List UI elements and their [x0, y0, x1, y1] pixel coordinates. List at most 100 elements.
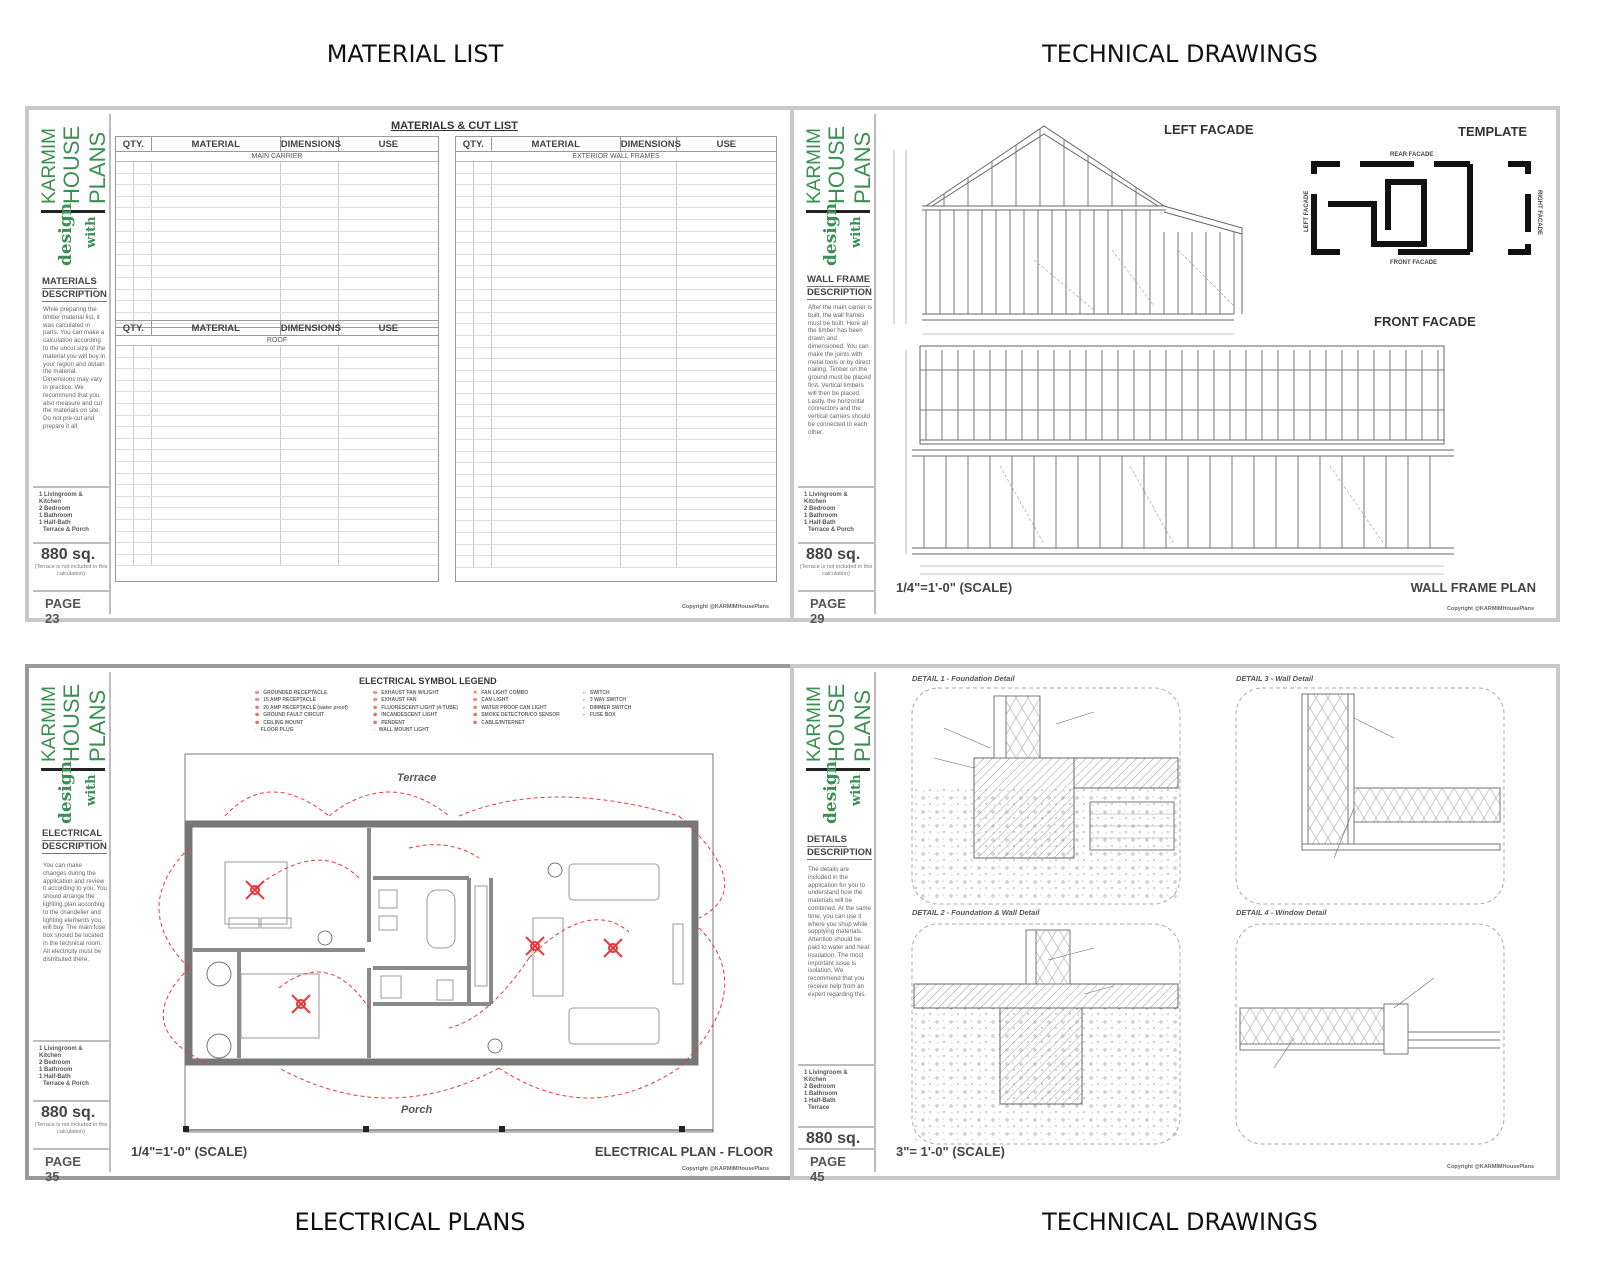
- legend-symbol-icon: ⊜: [373, 704, 378, 711]
- legend-symbol-icon: ⊖: [255, 690, 260, 696]
- svg-text:KARMIM: KARMIM: [39, 128, 60, 204]
- svg-text:design: design: [56, 203, 76, 266]
- table-row: [456, 254, 776, 267]
- table-row: [456, 219, 776, 232]
- legend-item: ◦WALL MOUNT LIGHT: [373, 727, 429, 734]
- table-row: [456, 486, 776, 499]
- caption-electrical-plans: ELECTRICAL PLANS: [294, 1208, 526, 1236]
- terrace-label: Terrace: [397, 772, 437, 784]
- table-row: [456, 509, 776, 522]
- table-row: [456, 382, 776, 394]
- legend-item: ⌐SWITCH: [583, 690, 610, 696]
- material-list-sheet[interactable]: KARMIM HOUSE PLANS design with MATERIALS…: [25, 106, 795, 626]
- table-row: [116, 496, 438, 509]
- legend-col-1: ⊖GROUNDED RECEPTACLE⊖15 AMP RECEPTACLE⊜2…: [255, 690, 348, 734]
- front-facade-title: FRONT FACADE: [1374, 314, 1476, 329]
- legend-symbol-icon: ◦: [255, 727, 257, 734]
- table-row: [456, 173, 776, 186]
- table-row: [116, 508, 438, 520]
- svg-text:HOUSE: HOUSE: [824, 684, 849, 762]
- table-row: [116, 438, 438, 451]
- legend-symbol-icon: ⊜: [473, 704, 478, 711]
- table-row: [456, 440, 776, 452]
- table-row: [456, 335, 776, 348]
- svg-text:with: with: [849, 774, 864, 807]
- electrical-legend-title: ELECTRICAL SYMBOL LEGEND: [359, 676, 497, 686]
- copyright: Copyright @KARMIMHousePlans: [682, 604, 769, 610]
- left-facade-drawing: REAR FACADE FRONT FACADE LEFT FACADE RIG…: [893, 125, 1542, 575]
- table-row: [116, 427, 438, 439]
- table-row: [116, 485, 438, 497]
- table-row: [456, 243, 776, 255]
- karmim-logo: KARMIM HOUSE PLANS design with: [39, 126, 110, 266]
- table-row: [116, 301, 438, 313]
- wall-frame-sheet[interactable]: KARMIM HOUSE PLANS design with WALL FRAM…: [790, 106, 1560, 626]
- svg-text:HOUSE: HOUSE: [824, 126, 849, 204]
- area-box: 880 sq. (Terrace is not included in this…: [798, 542, 874, 594]
- construction-details: [911, 687, 1505, 1145]
- svg-text:PLANS: PLANS: [850, 690, 875, 762]
- svg-text:RIGHT FACADE: RIGHT FACADE: [1536, 190, 1542, 235]
- table-row: [116, 543, 438, 555]
- table-row: [116, 208, 438, 220]
- sidebar-description: After the main carrier is built, the wal…: [808, 304, 872, 436]
- legend-symbol-icon: ⊜: [255, 704, 260, 711]
- table-row: [116, 380, 438, 393]
- legend-symbol-icon: ⊖: [255, 697, 260, 704]
- materials-table-title: MATERIALS & CUT LIST: [391, 120, 518, 132]
- table-row: [116, 219, 438, 232]
- table-row: [456, 162, 776, 174]
- caption-technical-drawings-bottom: TECHNICAL DRAWINGS: [1042, 1208, 1318, 1236]
- fan-light-icon: [603, 938, 623, 958]
- electrical-plan-sheet[interactable]: KARMIM HOUSE PLANS design with ELECTRICA…: [25, 664, 795, 1184]
- page-number: PAGE 35: [33, 1148, 109, 1184]
- svg-text:PLANS: PLANS: [850, 132, 875, 204]
- legend-item: ⌐3 WAY SWITCH: [583, 697, 627, 704]
- scale-label: 1/4"=1'-0" (SCALE): [896, 580, 1013, 595]
- table-row: [116, 173, 438, 186]
- table-row: [116, 461, 438, 474]
- table-row: [456, 231, 776, 244]
- copyright: Copyright @KARMIMHousePlans: [1447, 1164, 1534, 1170]
- table-row: [456, 324, 776, 336]
- table-row: [456, 533, 776, 545]
- table-row: [116, 162, 438, 174]
- porch-label: Porch: [401, 1104, 433, 1116]
- table-row: [116, 266, 438, 278]
- wall-frame-plan-title: WALL FRAME PLAN: [1410, 580, 1536, 595]
- electrical-plan-title: ELECTRICAL PLAN - FLOOR: [594, 1144, 773, 1159]
- legend-item: ⌐FUSE BOX: [583, 712, 616, 719]
- caption-material-list: MATERIAL LIST: [326, 40, 504, 68]
- legend-item: ⊖15 AMP RECEPTACLE: [255, 697, 316, 704]
- detail-3-title: DETAIL 3 - Wall Detail: [1236, 674, 1314, 683]
- table-row: [456, 556, 776, 568]
- legend-item: ⊕GROUND FAULT CIRCUIT: [255, 712, 325, 719]
- legend-symbol-icon: ◦: [373, 727, 375, 734]
- table-row: [456, 544, 776, 557]
- table-row: [116, 519, 438, 532]
- legend-symbol-icon: ⊖: [373, 697, 378, 704]
- legend-item: ⊖EXHAUST FAN: [373, 697, 417, 704]
- table-row: [456, 498, 776, 510]
- page-number: PAGE 45: [798, 1148, 874, 1184]
- table-row: [116, 415, 438, 428]
- legend-item: ⊖GROUNDED RECEPTACLE: [255, 690, 328, 696]
- template-title: TEMPLATE: [1458, 124, 1528, 139]
- legend-symbol-icon: ✕: [473, 690, 478, 696]
- table-row: [116, 196, 438, 209]
- karmim-logo: KARMIM HOUSE PLANS design with: [804, 684, 875, 824]
- table-row: [116, 450, 438, 462]
- sidebar-description: The details are included in the applicat…: [808, 866, 871, 998]
- svg-text:LEFT FACADE: LEFT FACADE: [1304, 191, 1310, 232]
- legend-col-2: ⊖EXHAUST FAN W/LIGHT⊖EXHAUST FAN⊜FLUORES…: [373, 690, 458, 734]
- svg-text:KARMIM: KARMIM: [39, 686, 60, 762]
